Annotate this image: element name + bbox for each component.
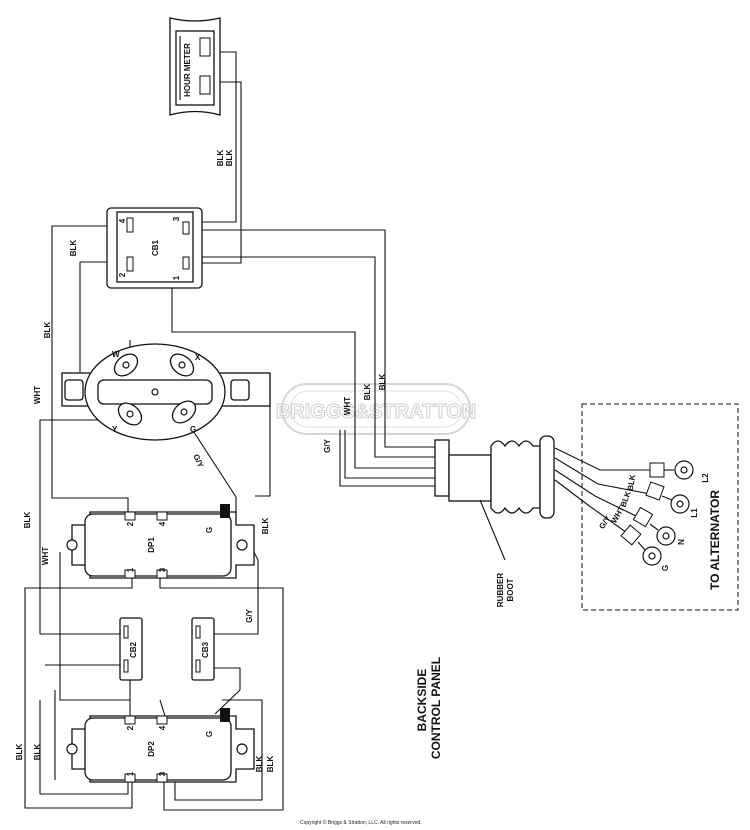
wire-label-blk: BLK (225, 150, 234, 167)
wire-label-gy: G/Y (245, 608, 254, 622)
wire-label-wht: WHT (33, 386, 42, 404)
lead-end-l2: L2 (701, 473, 710, 483)
backside-title-line-1: BACKSIDE (415, 669, 429, 732)
dp2-label: DP2 (147, 741, 156, 757)
dp1-terminal-g: G (205, 527, 214, 533)
wire-label-blk: BLK (378, 374, 387, 391)
rubber-boot[interactable] (434, 435, 555, 561)
wire-harness (24, 51, 651, 811)
cb1-terminal-4: 4 (118, 218, 127, 223)
dp1-terminal-2: 2 (126, 521, 135, 526)
circuit-breaker-cb3[interactable]: CB3 (191, 617, 215, 681)
wire-label-blk: BLK (69, 240, 78, 257)
circuit-breaker-cb1[interactable]: CB1 4 2 3 1 (106, 207, 203, 289)
rubber-boot-label-2: BOOT (506, 578, 515, 601)
dp1-terminal-4: 4 (158, 521, 167, 526)
duplex-outlet-dp2[interactable]: DP2 2 4 1 3 G (66, 708, 255, 783)
dp1-terminal-1: 1 (126, 567, 135, 572)
wire-label-blk: BLK (266, 756, 275, 773)
wire-label-blk: BLK (15, 744, 24, 761)
watermark: BRIGGS&STRATTON (275, 383, 477, 435)
dp2-terminal-2: 2 (126, 725, 135, 730)
dp2-terminal-4: 4 (158, 725, 167, 730)
lead-g[interactable] (620, 524, 662, 566)
wire-label-gy: G/Y (323, 438, 332, 452)
hour-meter-label: HOUR METER (183, 43, 192, 97)
cb2-label: CB2 (129, 641, 138, 658)
wire-label-gy: G/Y (191, 453, 205, 470)
cb1-terminal-2: 2 (118, 272, 127, 277)
dp1-terminal-3: 3 (158, 567, 167, 572)
wire-label-blk: BLK (33, 744, 42, 761)
wire-label-wht: WHT (343, 397, 352, 415)
wire-label-blk: BLK (255, 756, 264, 773)
rubber-boot-label-1: RUBBER (496, 573, 505, 607)
cb1-terminal-1: 1 (172, 275, 181, 280)
receptacle-terminal-w: W (112, 350, 120, 359)
cb3-label: CB3 (201, 641, 210, 658)
watermark-text: BRIGGS&STRATTON (276, 401, 476, 423)
duplex-outlet-dp1[interactable]: DP1 2 4 1 3 G (66, 504, 255, 579)
receptacle[interactable]: W X Y G (61, 343, 271, 441)
wire-label-blk: BLK (43, 322, 52, 339)
lead-end-l1: L1 (690, 508, 699, 518)
wire-label-blk: BLK (261, 518, 270, 535)
alternator-title: TO ALTERNATOR (708, 490, 722, 590)
wire-label-wht: WHT (41, 547, 50, 565)
backside-title-line-2: CONTROL PANEL (429, 657, 443, 759)
lead-label-blk: BLK (626, 473, 638, 491)
circuit-breaker-cb2[interactable]: CB2 (119, 617, 143, 681)
dp2-terminal-1: 1 (126, 771, 135, 776)
dp2-terminal-3: 3 (158, 771, 167, 776)
lead-end-g: G (661, 565, 670, 571)
dp1-label: DP1 (147, 537, 156, 553)
cb1-terminal-3: 3 (172, 216, 181, 221)
lead-end-n: N (677, 539, 686, 545)
receptacle-terminal-y: Y (112, 425, 118, 434)
wire-label-blk: BLK (363, 384, 372, 401)
lead-label-blk: BLK (619, 490, 633, 509)
dp2-terminal-g: G (205, 731, 214, 737)
receptacle-terminal-g: G (190, 425, 196, 434)
receptacle-terminal-x: X (195, 353, 201, 362)
wire-label-blk: BLK (216, 150, 225, 167)
lead-l1[interactable] (645, 481, 690, 514)
alternator-box (581, 403, 739, 611)
hour-meter[interactable]: HOUR METER (169, 17, 221, 116)
copyright-notice: Copyright © Briggs & Stratton, LLC. All … (300, 820, 422, 826)
cb1-label: CB1 (151, 239, 160, 256)
lead-n[interactable] (632, 506, 676, 546)
wire-label-blk: BLK (23, 512, 32, 529)
lead-l2[interactable] (649, 460, 694, 480)
